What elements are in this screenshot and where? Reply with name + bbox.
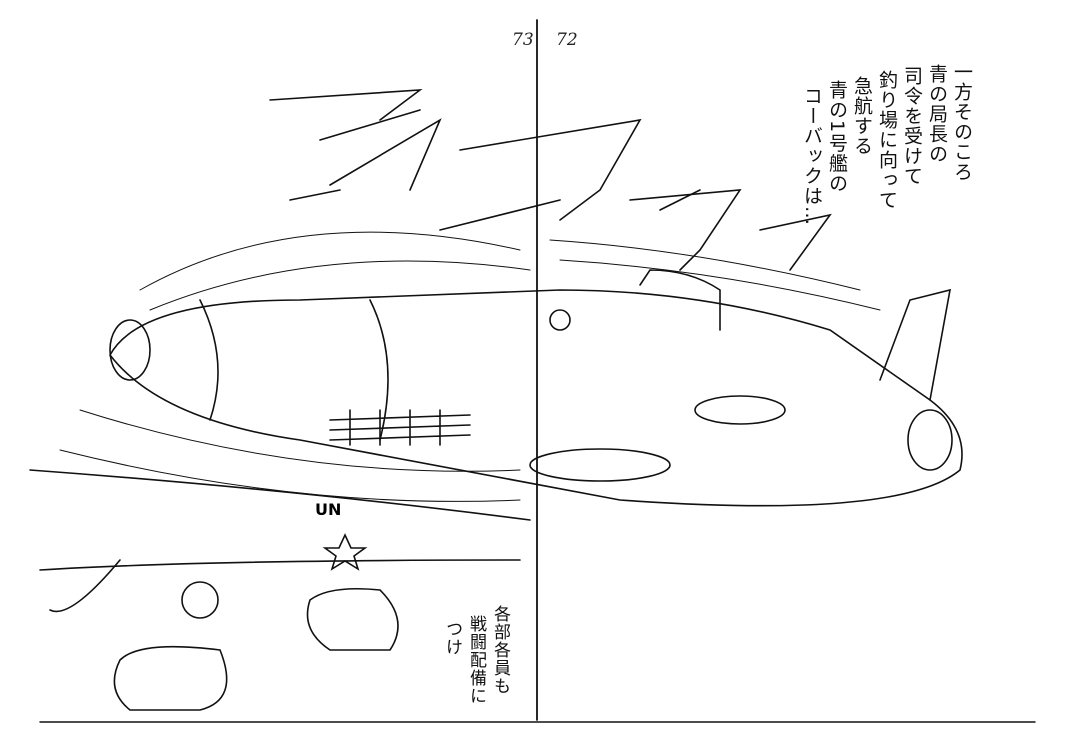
narration-line: コーバックは… [801,86,823,226]
narration-line: 青の局長の [926,64,948,164]
dialogue-line: 戦闘配備に [466,615,486,705]
speed-lines [59,231,881,502]
ship-hull [109,269,963,507]
page-number-right: 72 [556,30,578,50]
narration-line: 司令を受けて [901,66,923,186]
sfx-strokes [269,89,832,271]
page-number-left: 73 [512,30,534,50]
narration-line: 一方そのころ [951,62,973,182]
lower-deck [29,469,531,711]
dialogue-line: つけ [442,620,462,656]
star-emblem [322,533,368,571]
hull-marking: UN [315,500,342,519]
narration-line: 釣り場に向って [876,70,898,210]
narration-line: 青の1号艦の [826,80,848,194]
dialogue-line: 各部各員も [490,605,510,695]
narration-line: 急航する [851,76,873,156]
